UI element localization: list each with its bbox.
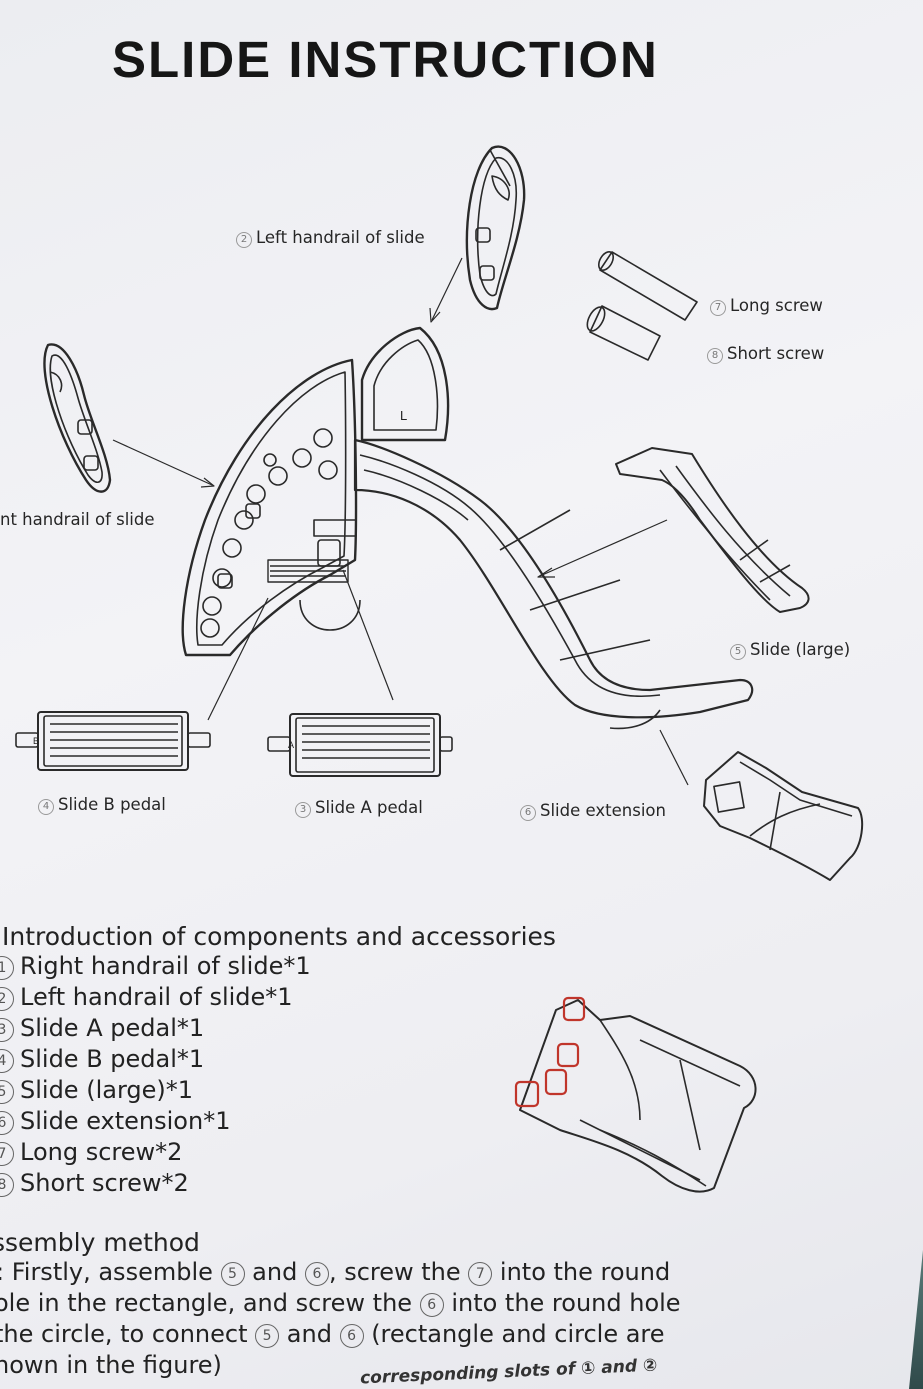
slide-b-pedal-drawing: B [15,711,211,771]
right-handrail-part-drawing [43,343,112,493]
assembly-detail-drawing [514,996,757,1193]
page-title: SLIDE INSTRUCTION [112,31,659,88]
pedal-letter-a: A [288,740,294,750]
screws-drawing [586,251,698,361]
slide-large-part-drawing [615,447,810,613]
assembly-line-3: the circle, to connect 5 and 6 (rectangl… [0,1320,665,1348]
pedal-letter-b: B [33,736,39,746]
assembly-line-2: ole in the rectangle, and screw the 6 in… [0,1289,681,1317]
label-right-handrail: nt handrail of slide [0,510,155,529]
left-handrail-part-drawing [465,145,526,311]
handrail-letter-l: L [400,408,407,423]
assembly-arrows [112,257,689,786]
assembly-method-section: ssembly method : Firstly, assemble 5 and… [0,1228,923,1381]
components-heading: Introduction of components and accessori… [2,922,556,951]
assembled-slide-drawing: L [181,326,754,730]
highlight-marks [514,996,586,1108]
components-section: Introduction of components and accessori… [0,922,600,1199]
assembly-line-1: : Firstly, assemble 5 and 6, screw the 7… [0,1258,671,1286]
assembly-heading: ssembly method [0,1228,200,1257]
slide-a-pedal-drawing: A [267,713,453,777]
assembly-line-4: nown in the figure) [0,1351,222,1379]
slide-extension-part-drawing [703,751,864,881]
